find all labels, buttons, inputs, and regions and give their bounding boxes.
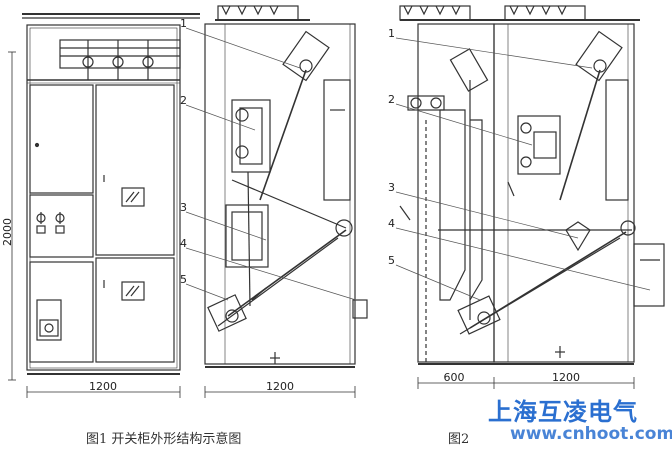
extended-leader-lines <box>395 37 651 301</box>
callout-5-fig1: 5 <box>180 273 187 286</box>
main-width-dimension: 1200 <box>552 371 580 384</box>
callout-2-fig1: 2 <box>180 94 187 107</box>
side-view-dimension-line <box>204 386 356 398</box>
callout-4-fig2: 4 <box>388 217 395 230</box>
extension-width-dimension: 600 <box>444 371 465 384</box>
callout-3-fig1: 3 <box>180 201 187 214</box>
extended-dimension-lines <box>417 377 635 389</box>
front-view-cabinet <box>22 13 200 375</box>
figure1-caption: 图1 开关柜外形结构示意图 <box>86 432 242 447</box>
height-dimension: 2000 <box>1 218 14 246</box>
watermark-url: www.cnhoot.com <box>510 424 672 444</box>
front-view-dimensions <box>8 51 181 398</box>
callout-5-fig2: 5 <box>388 254 395 267</box>
watermark-brand: 上海互凌电气 <box>488 398 638 426</box>
callout-1-fig1: 1 <box>180 17 187 30</box>
callout-1-fig2: 1 <box>388 27 395 40</box>
extended-cabinet <box>399 5 665 365</box>
side-width-dimension: 1200 <box>266 380 294 393</box>
figure2-caption: 图2 <box>448 432 470 447</box>
front-width-dimension: 1200 <box>89 380 117 393</box>
callout-3-fig2: 3 <box>388 181 395 194</box>
side-view-cabinet <box>204 5 368 368</box>
callout-2-fig2: 2 <box>388 93 395 106</box>
callout-4-fig1: 4 <box>180 237 187 250</box>
side-view-leader-lines <box>185 27 357 301</box>
